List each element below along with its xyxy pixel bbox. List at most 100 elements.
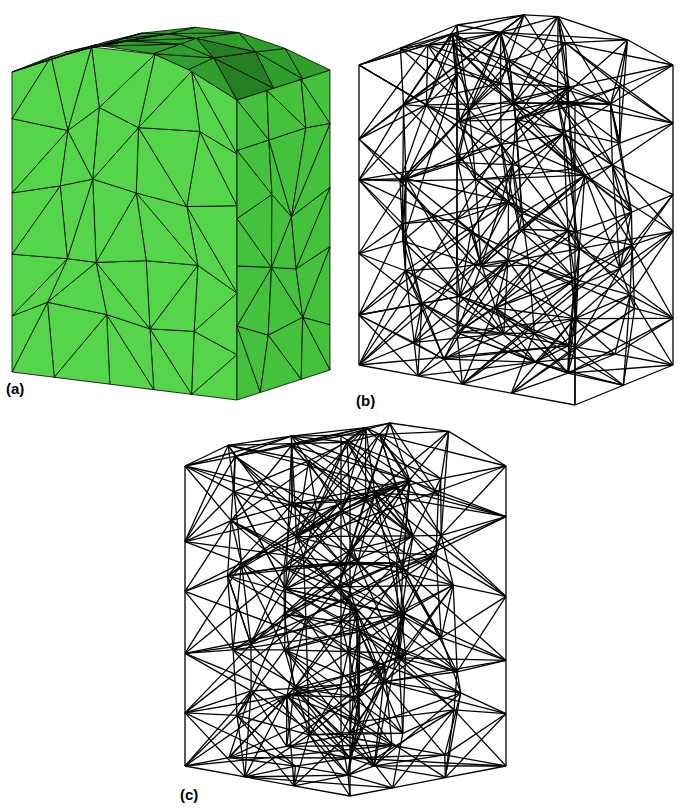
mesh-edge: [390, 423, 449, 431]
mesh-edge: [359, 224, 403, 315]
mesh-edge: [557, 101, 563, 133]
mesh-edge: [185, 644, 251, 712]
mesh-edge: [405, 555, 436, 614]
mesh-edge: [347, 442, 441, 478]
mesh-triangle: [303, 317, 330, 370]
mesh-edge: [359, 179, 406, 180]
mesh-edge: [505, 714, 506, 766]
mesh-edge: [359, 179, 406, 254]
mesh-edge: [672, 123, 673, 194]
mesh-edge: [456, 219, 457, 267]
mesh-edge: [462, 245, 632, 384]
mesh-edge: [457, 202, 509, 220]
mesh-edge: [414, 334, 504, 343]
mesh-edge: [358, 254, 359, 315]
mesh-edge: [400, 181, 481, 267]
mesh-edge: [414, 325, 457, 342]
mesh-edge: [228, 436, 291, 445]
mesh-edge: [228, 567, 284, 576]
mesh-edge: [620, 123, 673, 143]
mesh-edge: [441, 466, 506, 479]
mesh-edge: [292, 428, 366, 446]
mesh-edge: [231, 521, 338, 587]
mesh-edge: [341, 666, 385, 685]
mesh-edge: [406, 110, 469, 179]
mesh-edge: [294, 688, 392, 745]
mesh-edge: [229, 688, 294, 757]
mesh-edge: [612, 123, 673, 165]
mesh-edge: [250, 644, 251, 690]
mesh-edge: [505, 596, 506, 660]
mesh-edge: [418, 376, 462, 384]
mesh-edge: [251, 688, 294, 691]
mesh-edge: [287, 696, 375, 766]
mesh-edge: [612, 165, 673, 195]
mesh-edge: [231, 521, 441, 638]
mesh-edge: [251, 567, 284, 644]
mesh-edge: [403, 480, 410, 567]
mesh-edge: [403, 105, 469, 110]
mesh-edge: [402, 105, 404, 224]
mesh-edge: [380, 431, 449, 434]
mesh-triangle: [12, 186, 67, 259]
mesh-edge: [235, 456, 357, 562]
mesh-edge: [359, 65, 426, 105]
mesh-edge: [457, 333, 568, 373]
mesh-edge: [481, 175, 585, 266]
mesh-edge: [444, 260, 508, 359]
mesh-edge: [294, 786, 350, 796]
mesh-edge: [509, 134, 564, 202]
mesh-edge: [359, 271, 406, 315]
mesh-triangle: [146, 261, 198, 329]
mesh-edge: [558, 17, 575, 169]
mesh-edge: [231, 504, 292, 521]
mesh-edge: [297, 498, 366, 537]
mesh-edge: [185, 456, 235, 466]
mesh-edge: [399, 658, 457, 672]
mesh-edge: [287, 685, 341, 696]
mesh-triangle: [12, 254, 67, 316]
mesh-edge: [231, 456, 235, 520]
mesh-edge: [457, 267, 504, 333]
mesh-triangle: [92, 47, 156, 108]
mesh-edge: [441, 535, 506, 596]
mesh-edge: [452, 32, 500, 33]
mesh-edge: [501, 32, 611, 104]
mesh-edge: [406, 271, 504, 334]
mesh-edge: [292, 446, 341, 502]
mesh-edge: [505, 466, 506, 517]
mesh-edge: [358, 180, 359, 254]
mesh-edge: [449, 431, 506, 466]
mesh-edge: [393, 778, 446, 788]
mesh-edge: [501, 87, 569, 144]
mesh-edge: [287, 688, 295, 746]
mesh-edge: [565, 40, 627, 43]
mesh-edge: [359, 710, 454, 722]
mesh-edge: [445, 693, 461, 755]
mesh-edge: [234, 492, 286, 589]
mesh-edge: [445, 693, 460, 778]
mesh-edge: [575, 269, 620, 348]
mesh-edge: [620, 65, 673, 87]
mesh-edge: [672, 195, 673, 232]
mesh-edge: [568, 231, 630, 295]
mesh-edge: [611, 104, 620, 143]
mesh-edge: [287, 736, 341, 746]
panel-label: (b): [354, 392, 377, 410]
mesh-edge: [611, 104, 673, 123]
mesh-edge: [456, 267, 457, 325]
mesh-triangle: [67, 33, 141, 54]
mesh-edge: [436, 555, 441, 637]
mesh-edge: [406, 155, 457, 178]
mesh-edge: [284, 614, 384, 666]
mesh-edge: [359, 666, 385, 698]
mesh-edge: [568, 175, 585, 231]
mesh-edge: [575, 319, 615, 355]
mesh-edge: [462, 384, 511, 393]
mesh-edge: [359, 48, 400, 65]
mesh-edge: [286, 446, 292, 589]
mesh-edge: [457, 202, 509, 268]
mesh-edge: [456, 73, 457, 156]
mesh-edge: [403, 25, 457, 105]
